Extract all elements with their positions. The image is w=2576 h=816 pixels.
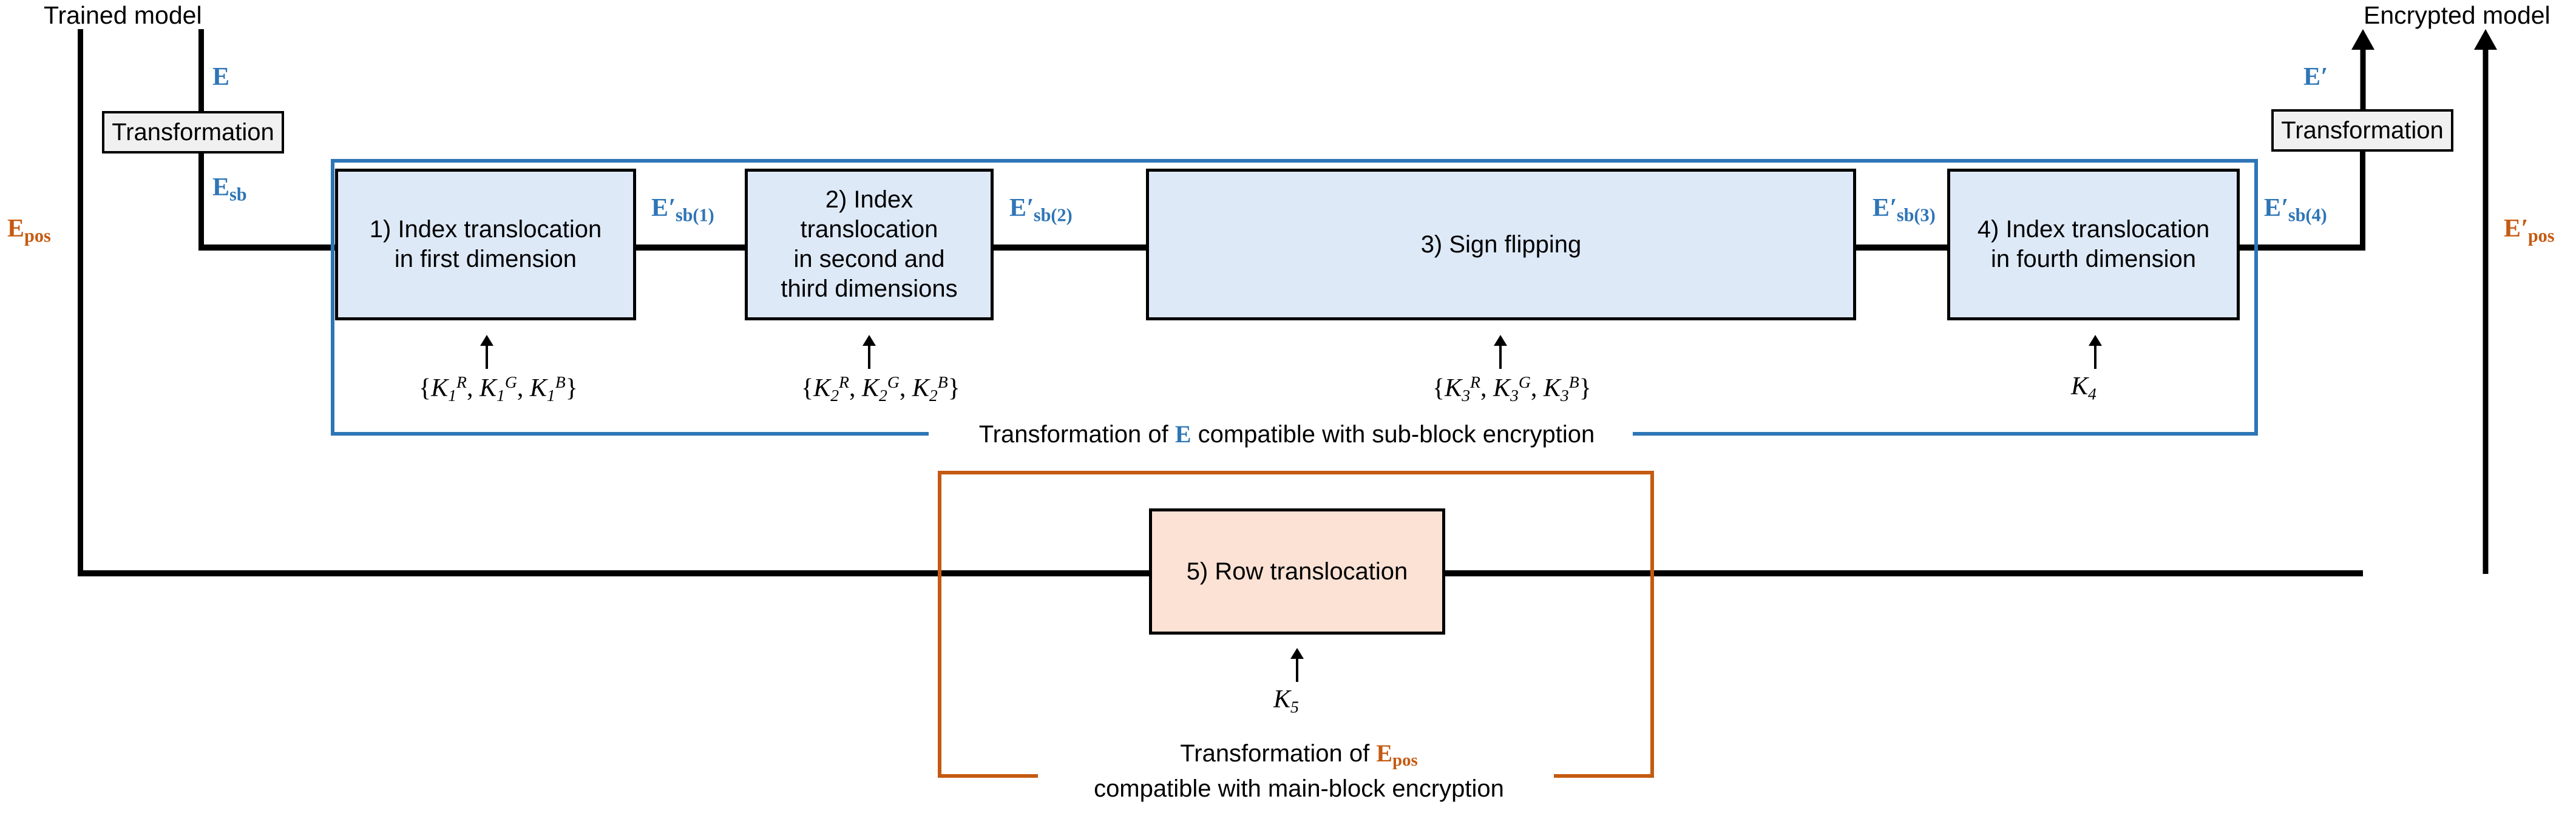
block-2-line3: third dimensions (781, 275, 958, 302)
main-block-bracket-top (938, 471, 1654, 474)
block-3-line1: 3) Sign flipping (1420, 231, 1582, 258)
block-1-line2: in first dimension (394, 246, 577, 272)
main-block-caption-line2: compatible with main-block encryption (1094, 775, 1504, 802)
symbol-e-sb: Esb (212, 174, 247, 205)
block-2-line1: 2) Index translocation (800, 186, 938, 243)
main-block-bracket-bottom-left (938, 774, 1038, 778)
sub-block-bracket-left (331, 159, 334, 436)
key-arrow-4 (2088, 335, 2103, 369)
key-arrow-1 (480, 335, 494, 369)
transformation-right-label: Transformation (2281, 116, 2444, 144)
block-4[interactable]: 4) Index translocation in fourth dimensi… (1947, 169, 2240, 320)
key-arrow-3 (1493, 335, 1508, 369)
transformation-box-left: Transformation (102, 111, 284, 153)
symbol-e-prime-sb1: E′sb(1) (651, 194, 714, 226)
encrypted-model-title: Encrypted model (2364, 1, 2551, 29)
sub-block-bracket-right (2254, 159, 2258, 436)
encrypted-model-e-pos-prime-arrow (2474, 29, 2497, 574)
key-label-5: K5 (1273, 686, 1299, 717)
trained-model-title: Trained model (44, 1, 202, 29)
e-prime-sb4-up-line (2360, 152, 2365, 249)
sub-block-caption: Transformation of E compatible with sub-… (935, 420, 1639, 448)
main-block-caption-line1: Transformation of Epos (1068, 739, 1530, 770)
transformation-box-right: Transformation (2271, 109, 2453, 152)
main-block-caption-symbol: Epos (1376, 740, 1418, 770)
block-5-label: 5) Row translocation (1186, 558, 1408, 585)
block-2[interactable]: 2) Index translocation in second and thi… (745, 169, 994, 320)
key-arrow-5 (1290, 648, 1304, 682)
sub-block-bracket-bottom-right (1633, 432, 2258, 436)
symbol-e-prime-sb3: E′sb(3) (1873, 194, 1936, 226)
symbol-e-prime-sb2: E′sb(2) (1009, 194, 1073, 226)
e-sb-down-line (198, 153, 204, 249)
sub-block-caption-symbol: E (1174, 420, 1191, 448)
symbol-e-prime-sb4: E′sb(4) (2264, 194, 2327, 226)
block-5[interactable]: 5) Row translocation (1149, 508, 1445, 635)
main-block-bracket-right (1650, 471, 1654, 778)
sub-block-caption-post: compatible with sub-block encryption (1191, 421, 1595, 448)
sub-block-bracket-bottom-left (331, 432, 929, 436)
block-4-line1: 4) Index translocation (1977, 216, 2210, 243)
block-4-line2: in fourth dimension (1991, 246, 2196, 272)
sub-block-caption-pre: Transformation of (978, 421, 1175, 448)
key-label-4: K4 (2071, 373, 2096, 403)
main-block-bracket-bottom-right (1554, 774, 1654, 778)
key-label-3: {K3R, K3G, K3B} (1432, 373, 1591, 405)
block-3[interactable]: 3) Sign flipping (1146, 169, 1856, 320)
block-2-line2: in second and (793, 246, 945, 272)
trained-model-epos-line (78, 29, 83, 576)
symbol-e: E (212, 63, 230, 91)
block-1-line1: 1) Index translocation (369, 216, 602, 243)
symbol-e-pos-prime: E′pos (2504, 215, 2555, 246)
symbol-e-prime: E′ (2303, 63, 2328, 91)
key-arrow-2 (862, 335, 876, 369)
transformation-left-label: Transformation (112, 118, 274, 146)
trained-model-e-line (198, 29, 204, 111)
key-label-1: {K1R, K1G, K1B} (419, 373, 578, 405)
sub-block-bracket-top (331, 159, 2258, 163)
encrypted-model-e-prime-arrow (2351, 29, 2374, 110)
main-block-caption-pre: Transformation of (1180, 740, 1377, 767)
main-block-bracket-left (938, 471, 941, 778)
key-label-2: {K2R, K2G, K2B} (801, 373, 960, 405)
symbol-e-pos: Epos (7, 215, 51, 246)
block-1[interactable]: 1) Index translocation in first dimensio… (335, 169, 636, 320)
